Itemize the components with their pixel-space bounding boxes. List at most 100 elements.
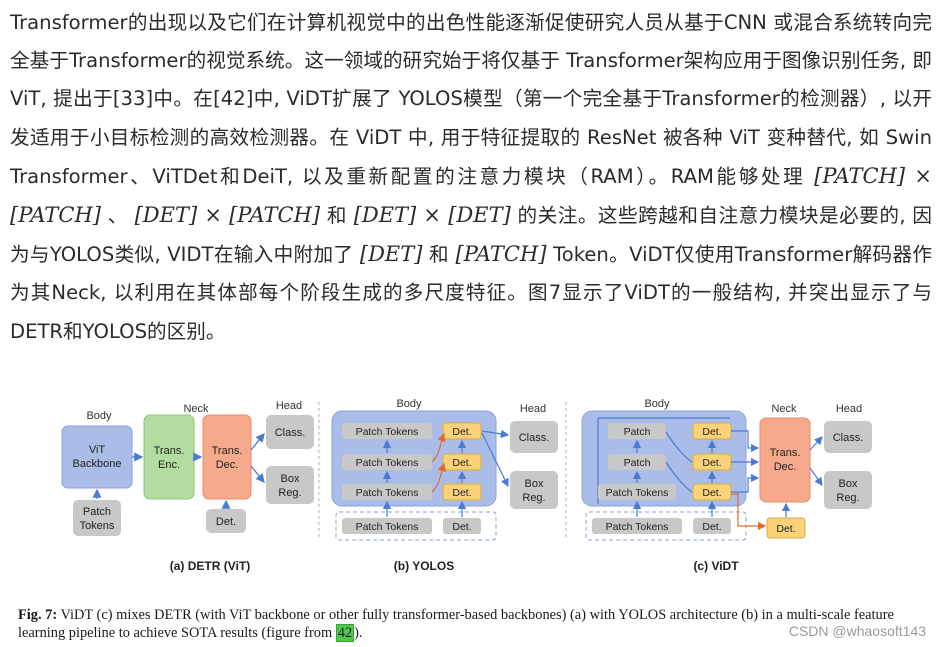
arrow-c-cross-2 [665, 461, 693, 493]
caption-fig-label: Fig. 7: [18, 607, 58, 623]
det-row3-text-b: Det. [452, 487, 471, 499]
det-row2-b [442, 453, 482, 471]
det-neck-text-c: Det. [776, 523, 795, 535]
citation-link[interactable]: 42 [335, 624, 355, 642]
class-box-c [824, 421, 872, 453]
patch-tokens-input-c [592, 518, 682, 534]
box-text-2-c: Reg. [836, 492, 859, 504]
label-neck-c: Neck [771, 403, 797, 415]
det-row2-text-c: Det. [702, 457, 721, 469]
patch-tokens-row3-b [342, 484, 432, 500]
patch-row1-c [608, 423, 666, 439]
pt-input-text-b: Patch Tokens [356, 521, 419, 533]
patch-tokens-box-a [73, 500, 121, 536]
arrow-dec-box-a [250, 465, 265, 484]
para-text-4: 的关注。这些跨越和自注意力模块是必要的, 因为与YOLOS类似, VIDT在输入… [10, 204, 932, 267]
body-paragraph: Transformer的出现以及它们在计算机视觉中的出色性能逐渐促使研究人员从基… [10, 4, 932, 351]
dec-text-2-a: Dec. [216, 459, 239, 471]
figure-caption: Fig. 7: ViDT (c) mixes DETR (with ViT ba… [18, 606, 928, 642]
math-patch-2: [PATCH] [10, 203, 101, 228]
det-row1-text-c: Det. [702, 426, 721, 438]
panel-b-yolos: Body Head Patch Tokens Det. Patch Tokens… [331, 398, 558, 573]
box-text-1-b: Box [525, 478, 544, 490]
trans-dec-box-a [202, 414, 252, 500]
box-reg-box-c [824, 471, 872, 509]
caption-text: ViDT (c) mixes DETR (with ViT backbone o… [18, 607, 894, 641]
class-text-a: Class. [275, 427, 306, 439]
arrow-c-det-neck [731, 493, 767, 531]
arrow-b-cross-2 [431, 432, 446, 463]
math-times-3: × [416, 203, 449, 228]
patch-tokens-input-b [342, 518, 432, 534]
patch-tokens-row1-b [342, 423, 432, 439]
math-det-4: [DET] [359, 242, 423, 267]
math-det-1: [DET] [134, 203, 198, 228]
patch-row2-text-c: Patch [624, 457, 651, 469]
caption-c: (c) ViDT [693, 559, 739, 573]
patch-tokens-row2-b [342, 454, 432, 470]
box-text-2-b: Reg. [522, 492, 545, 504]
pt-text-1-a: Patch [83, 506, 111, 518]
det-text-a: Det. [216, 516, 236, 528]
patch-tokens-row3-c [598, 484, 676, 500]
math-patch-3: [PATCH] [229, 203, 321, 228]
det-input-b [443, 518, 481, 534]
math-det-3: [DET] [448, 203, 511, 228]
arrow-c-body-dec-1 [731, 430, 760, 453]
caption-end: ). [354, 625, 363, 641]
para-text-6: Token。ViDT仅使用Transformer解码器作为其Neck, 以利用在… [10, 243, 932, 343]
arrow-c-body-dec-3 [731, 473, 760, 493]
math-times-1: × [905, 163, 932, 188]
arrow-c-box [809, 467, 823, 486]
class-box-a [266, 415, 314, 449]
box-reg-box-a [266, 466, 314, 504]
pt-text-2-a: Tokens [80, 520, 115, 532]
vit-backbone-box [61, 425, 133, 489]
box-reg-box-b [510, 471, 558, 509]
pt-input-text-c: Patch Tokens [606, 521, 669, 533]
label-body-b: Body [396, 398, 422, 410]
box-text-1-a: Box [281, 473, 300, 485]
para-text-1: Transformer的出现以及它们在计算机视觉中的出色性能逐渐促使研究人员从基… [10, 11, 932, 188]
patch-row1-text-c: Patch [624, 426, 651, 438]
trans-dec-box-c [759, 417, 811, 503]
panel-c-vidt: Body Neck Head Patch Det. Patch Det. Pat… [581, 398, 872, 573]
caption-b: (b) YOLOS [394, 559, 454, 573]
vit-text-1: ViT [89, 444, 106, 456]
para-text-5: 和 [422, 243, 456, 267]
vit-text-2: Backbone [73, 458, 122, 470]
pt-row1-text-b: Patch Tokens [356, 426, 419, 438]
class-text-c: Class. [833, 432, 864, 444]
math-patch-4: [PATCH] [455, 242, 547, 267]
para-text-3: 和 [320, 204, 354, 228]
label-head-b: Head [520, 403, 546, 415]
det-neck-c [766, 517, 806, 539]
arrow-c-class [809, 436, 823, 451]
det-row3-b [442, 483, 482, 501]
box-text-2-a: Reg. [278, 487, 301, 499]
caption-a: (a) DETR (ViT) [170, 559, 250, 573]
dec-text-1-c: Trans. [770, 447, 801, 459]
dec-text-2-c: Dec. [774, 461, 797, 473]
math-patch-1: [PATCH] [814, 163, 906, 188]
det-input-text-c: Det. [702, 521, 721, 533]
math-det-2: [DET] [353, 203, 417, 228]
pt-row2-text-b: Patch Tokens [356, 457, 419, 469]
arrow-b-box [481, 432, 509, 488]
panel-a-detr: Body Neck Head ViT Backbone Trans. Enc. … [61, 400, 314, 573]
det-input-c [693, 518, 731, 534]
dec-text-1-a: Trans. [212, 445, 243, 457]
label-body-a: Body [86, 410, 112, 422]
enc-text-2: Enc. [158, 459, 180, 471]
trans-enc-box [143, 414, 195, 500]
box-text-1-c: Box [839, 478, 858, 490]
det-row2-text-b: Det. [452, 457, 471, 469]
enc-text-1: Trans. [154, 445, 185, 457]
det-row1-text-b: Det. [452, 426, 471, 438]
patch-row2-c [608, 454, 666, 470]
arrow-c-cross-1 [665, 431, 693, 463]
arrow-b-cross-1 [431, 462, 446, 493]
label-body-c: Body [644, 398, 670, 410]
det-box-a [206, 509, 246, 533]
watermark: CSDN @whaosoft143 [788, 623, 926, 639]
